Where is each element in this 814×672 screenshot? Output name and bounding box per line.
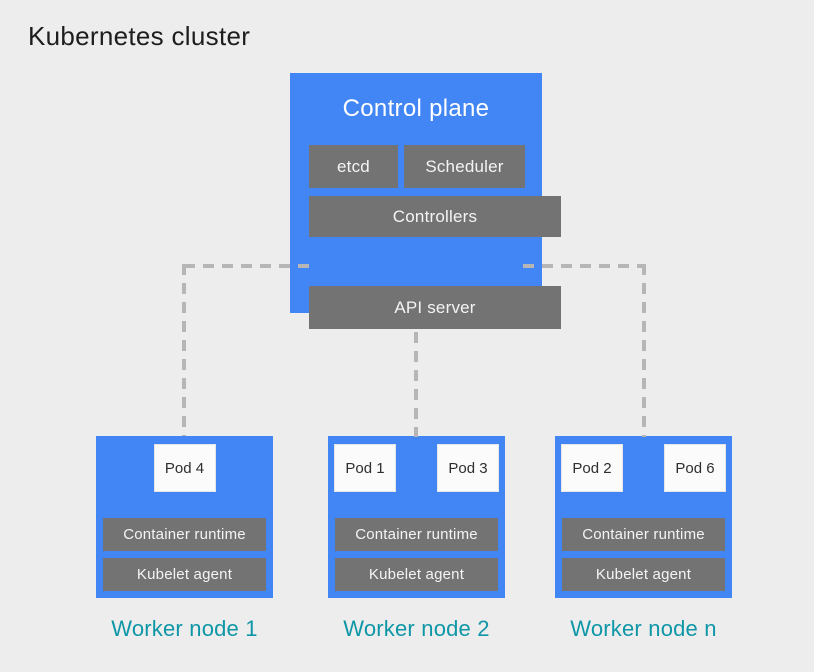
pod-box: Pod 4 — [153, 444, 216, 492]
control-plane-row-1: etcd Scheduler — [309, 145, 525, 188]
container-runtime-box: Container runtime — [103, 518, 266, 551]
diagram-title: Kubernetes cluster — [28, 21, 251, 51]
api-server-box: API server — [309, 286, 561, 329]
kubelet-agent-box: Kubelet agent — [103, 558, 266, 591]
worker-node-n-pods: Pod 2 Pod 6 — [561, 444, 726, 492]
connector-right-horizontal — [523, 264, 644, 268]
worker-node-1-box: Pod 4 Container runtime Kubelet agent — [96, 436, 273, 598]
worker-node-n-label: Worker node n — [570, 616, 717, 641]
pod-box: Pod 3 — [437, 444, 499, 492]
controllers-box: Controllers — [309, 196, 561, 237]
control-plane-box: Control plane etcd Scheduler Controllers… — [290, 73, 561, 329]
worker-node-2-label: Worker node 2 — [343, 616, 490, 641]
worker-node-2-pods: Pod 1 Pod 3 — [334, 444, 499, 492]
etcd-box: etcd — [309, 145, 398, 188]
kubelet-agent-box: Kubelet agent — [562, 558, 725, 591]
connector-middle-vertical — [414, 313, 418, 437]
worker-node-1-label: Worker node 1 — [111, 616, 258, 641]
pod-box: Pod 6 — [664, 444, 726, 492]
scheduler-box: Scheduler — [404, 145, 525, 188]
connector-left-horizontal — [184, 264, 311, 268]
worker-node-2-box: Pod 1 Pod 3 Container runtime Kubelet ag… — [328, 436, 505, 598]
container-runtime-box: Container runtime — [335, 518, 498, 551]
container-runtime-box: Container runtime — [562, 518, 725, 551]
connector-right-vertical — [642, 264, 646, 437]
kubelet-agent-box: Kubelet agent — [335, 558, 498, 591]
connector-left-vertical — [182, 264, 186, 436]
worker-node-1-pods: Pod 4 — [102, 444, 267, 492]
pod-box: Pod 2 — [561, 444, 623, 492]
worker-node-n-box: Pod 2 Pod 6 Container runtime Kubelet ag… — [555, 436, 732, 598]
pod-box: Pod 1 — [334, 444, 396, 492]
control-plane-title: Control plane — [342, 95, 490, 122]
